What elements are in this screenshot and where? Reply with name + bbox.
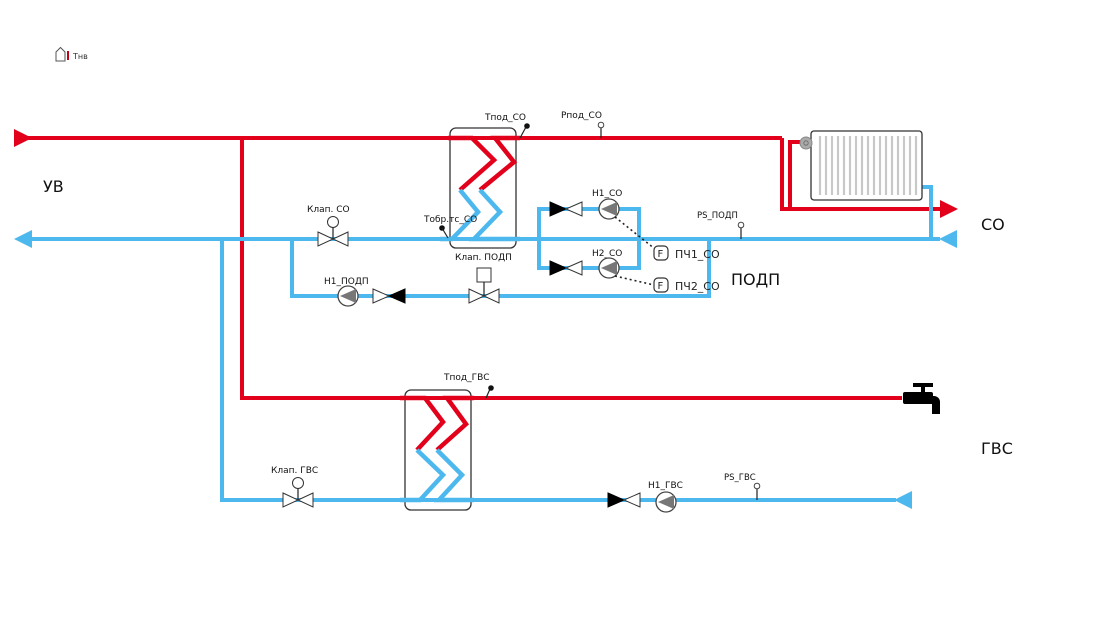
pump-h1-so-label: Н1_СО [592,189,622,199]
outdoor-temp-indicator[interactable]: Тнв [55,46,88,62]
uv-return-arrow [14,230,32,248]
valve-klap-gvs[interactable]: Клап. ГВС [271,466,318,508]
pump-h1-podp[interactable]: Н1_ПОДП [324,277,369,307]
check-valve-h1-so [549,201,583,217]
faucet-icon [903,383,940,414]
house-icon [55,46,66,62]
drive-pch2-so-f: F [658,281,664,292]
so-pump-line-2 [537,239,641,270]
pump-h1-gvs-label: Н1_ГВС [648,481,683,491]
radiator-fins [818,136,918,195]
circuit-label-gvs: ГВС [981,439,1013,458]
uv-supply-arrow [14,129,32,147]
pump-h1-gvs[interactable]: Н1_ГВС [648,481,683,513]
pump-h2-so[interactable]: Н2_СО [592,249,622,279]
drive-pch1-so-label: ПЧ1_СО [675,248,720,261]
check-valve-gvs [607,492,641,508]
sensor-t-obr-ts-so-label: Тобр.тс_СО [423,215,477,225]
thermometer-icon [67,51,69,60]
thermostatic-valve-icon[interactable] [799,136,813,150]
sensor-p-pod-so[interactable]: Рпод_СО [561,111,605,138]
drive-pch1-so-f: F [658,249,664,260]
gvs-inlet-arrow [894,491,912,509]
drive-pch2-so-label: ПЧ2_СО [675,280,720,293]
gvs-heating-supply-pipe [240,138,902,400]
valve-klap-so[interactable]: Клап. СО [307,205,350,247]
sensor-ps-podp-label: PS_ПОДП [697,211,738,221]
check-valve-podp [372,288,406,304]
circuit-label-so: СО [981,215,1005,234]
so-supply-arrow [940,200,958,218]
valve-klap-so-label: Клап. СО [307,205,350,215]
outdoor-temp-label: Тнв [72,52,88,61]
so-pump-line-1 [537,207,641,239]
check-valve-h2-so [549,260,583,276]
podp-pipe [290,239,711,298]
pump-h1-so[interactable]: Н1_СО [592,189,622,220]
heat-exchanger-gvs[interactable] [400,389,474,511]
drive-link-2 [614,275,655,286]
sensor-t-pod-gvs-label: Тпод_ГВС [443,373,490,383]
sensor-t-pod-gvs[interactable]: Тпод_ГВС [443,373,494,399]
valve-klap-podp-label: Клап. ПОДП [455,253,512,263]
so-supply-pipe [780,138,940,211]
sensor-ps-podp[interactable]: PS_ПОДП [697,211,745,239]
sensor-p-pod-so-label: Рпод_СО [561,111,602,121]
radiator[interactable] [799,130,923,201]
circuit-label-podp: ПОДП [731,270,780,289]
radiator-feed-pipe [788,140,800,209]
drive-pch2-so[interactable]: F ПЧ2_СО [653,277,720,293]
sensor-ps-gvs-label: PS_ГВС [724,473,756,483]
radiator-return-pipe [922,185,933,239]
so-return-arrow [939,230,957,248]
valve-klap-podp[interactable]: Клап. ПОДП [455,253,512,304]
pump-h1-podp-label: Н1_ПОДП [324,277,369,287]
sensor-t-pod-so[interactable]: Тпод_СО [484,113,530,139]
drive-link-1 [614,216,656,250]
sensor-t-pod-so-label: Тпод_СО [484,113,526,123]
sensor-t-obr-ts-so[interactable]: Тобр.тс_СО [423,215,477,239]
heat-exchanger-so[interactable] [440,127,520,249]
circuit-label-uv: УВ [43,177,64,196]
sensor-ps-gvs[interactable]: PS_ГВС [724,473,761,500]
valve-klap-gvs-label: Клап. ГВС [271,466,318,476]
drive-pch1-so[interactable]: F ПЧ1_СО [653,245,720,261]
pump-h2-so-label: Н2_СО [592,249,622,259]
